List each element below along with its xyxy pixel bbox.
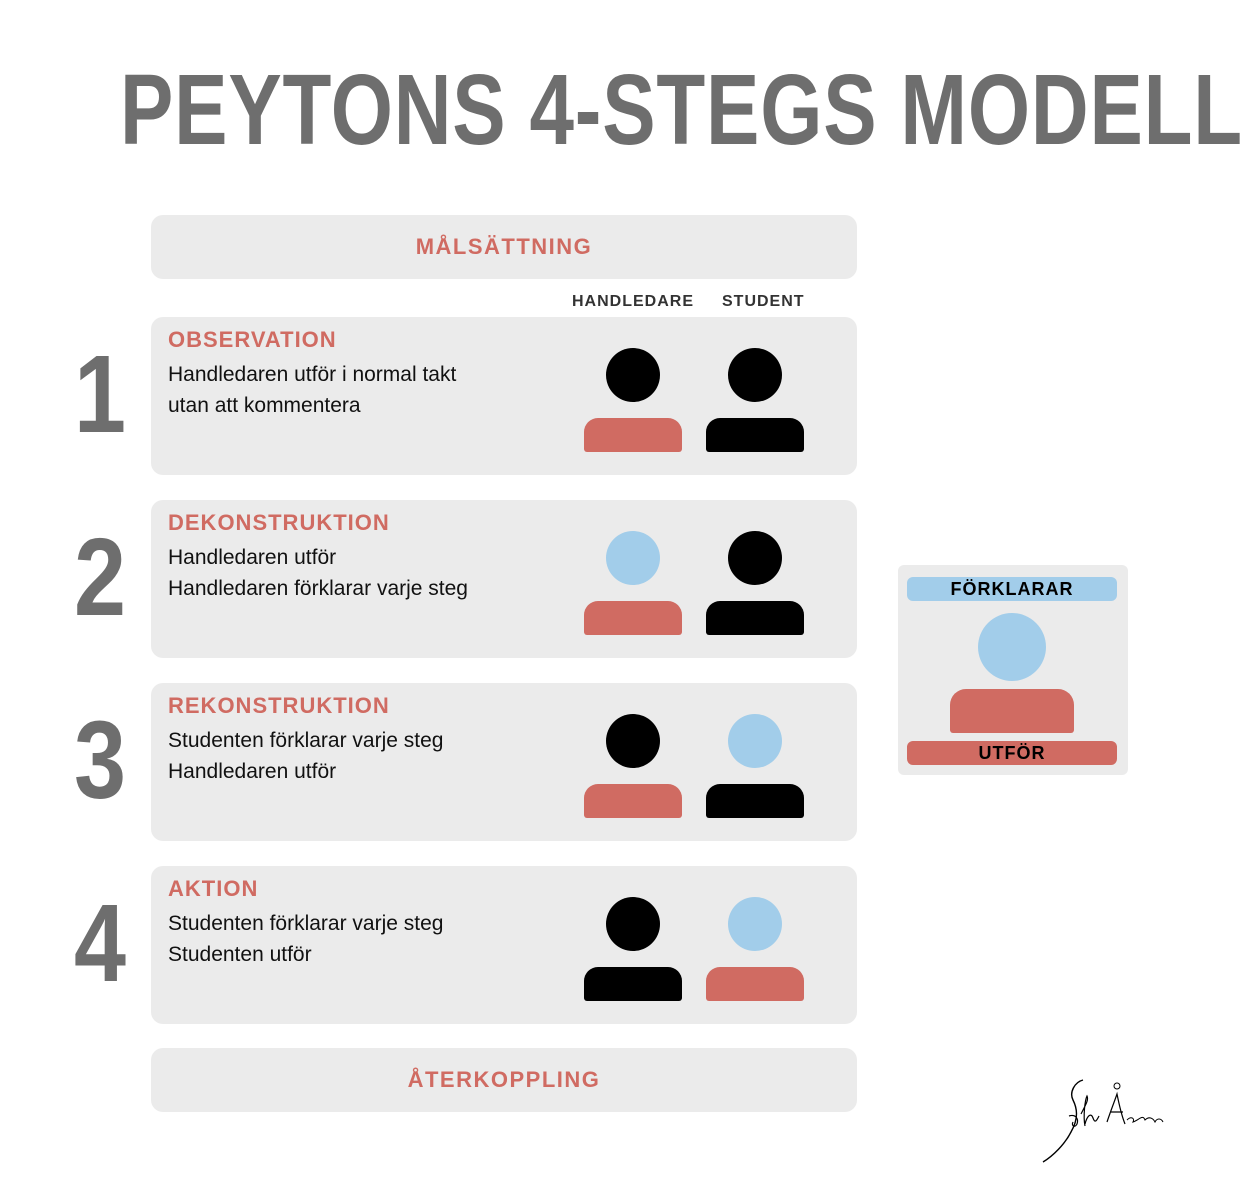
step-number: 2 [73, 516, 127, 639]
legend-panel: FÖRKLARAR UTFÖR [898, 565, 1128, 775]
step-card-reconstruction: REKONSTRUKTION Studenten förklarar varje… [151, 683, 857, 841]
step-heading: DEKONSTRUKTION [168, 510, 390, 535]
step-description-line: Studenten utför [168, 943, 312, 966]
supervisor-body-icon [584, 418, 682, 452]
supervisor-person-icon [584, 714, 682, 818]
legend-performs-label: UTFÖR [907, 741, 1117, 765]
column-header-supervisor: HANDLEDARE [572, 293, 694, 310]
step-description-line: Handledaren utför [168, 546, 337, 569]
step-number: 3 [73, 699, 127, 822]
goal-setting-bar: MÅLSÄTTNING [151, 215, 857, 279]
step-description-line: Handledaren utför [168, 760, 337, 783]
student-person-icon [706, 348, 804, 452]
student-body-icon [706, 601, 804, 635]
step-card-deconstruction: DEKONSTRUKTION Handledaren utför Handled… [151, 500, 857, 658]
student-body-icon [706, 784, 804, 818]
student-person-icon [706, 531, 804, 635]
supervisor-head-icon [606, 531, 660, 585]
student-head-icon [728, 531, 782, 585]
step-description-line: Handledaren utför i normal takt [168, 363, 457, 386]
signature-icon [1042, 1079, 1164, 1163]
step-card-action: AKTION Studenten förklarar varje steg St… [151, 866, 857, 1024]
step-heading: REKONSTRUKTION [168, 693, 390, 718]
step-description: Handledaren utför i normal takt utan att… [168, 359, 456, 421]
step-card-observation: OBSERVATION Handledaren utför i normal t… [151, 317, 857, 475]
step-description: Handledaren utför Handledaren förklarar … [168, 542, 468, 604]
step-heading: AKTION [168, 876, 259, 901]
supervisor-head-icon [606, 348, 660, 402]
step-description-line: utan att kommentera [168, 394, 361, 417]
legend-head-icon [978, 613, 1046, 681]
student-person-icon [706, 714, 804, 818]
step-heading: OBSERVATION [168, 327, 337, 352]
student-head-icon [728, 714, 782, 768]
legend-explains-label: FÖRKLARAR [907, 577, 1117, 601]
step-number: 4 [73, 882, 127, 1005]
step-description-line: Studenten förklarar varje steg [168, 729, 444, 752]
supervisor-person-icon [584, 531, 682, 635]
page-title: PEYTONS 4-STEGS MODELL [120, 54, 1243, 166]
step-description-line: Handledaren förklarar varje steg [168, 577, 468, 600]
student-head-icon [728, 348, 782, 402]
supervisor-body-icon [584, 967, 682, 1001]
step-number: 1 [73, 333, 127, 456]
student-body-icon [706, 967, 804, 1001]
supervisor-head-icon [606, 714, 660, 768]
legend-body-icon [950, 689, 1074, 733]
step-description: Studenten förklarar varje steg Handledar… [168, 725, 443, 787]
supervisor-head-icon [606, 897, 660, 951]
column-header-student: STUDENT [722, 293, 805, 310]
supervisor-person-icon [584, 897, 682, 1001]
supervisor-body-icon [584, 784, 682, 818]
step-description-line: Studenten förklarar varje steg [168, 912, 444, 935]
student-body-icon [706, 418, 804, 452]
supervisor-person-icon [584, 348, 682, 452]
student-head-icon [728, 897, 782, 951]
feedback-bar: ÅTERKOPPLING [151, 1048, 857, 1112]
student-person-icon [706, 897, 804, 1001]
supervisor-body-icon [584, 601, 682, 635]
step-description: Studenten förklarar varje steg Studenten… [168, 908, 443, 970]
